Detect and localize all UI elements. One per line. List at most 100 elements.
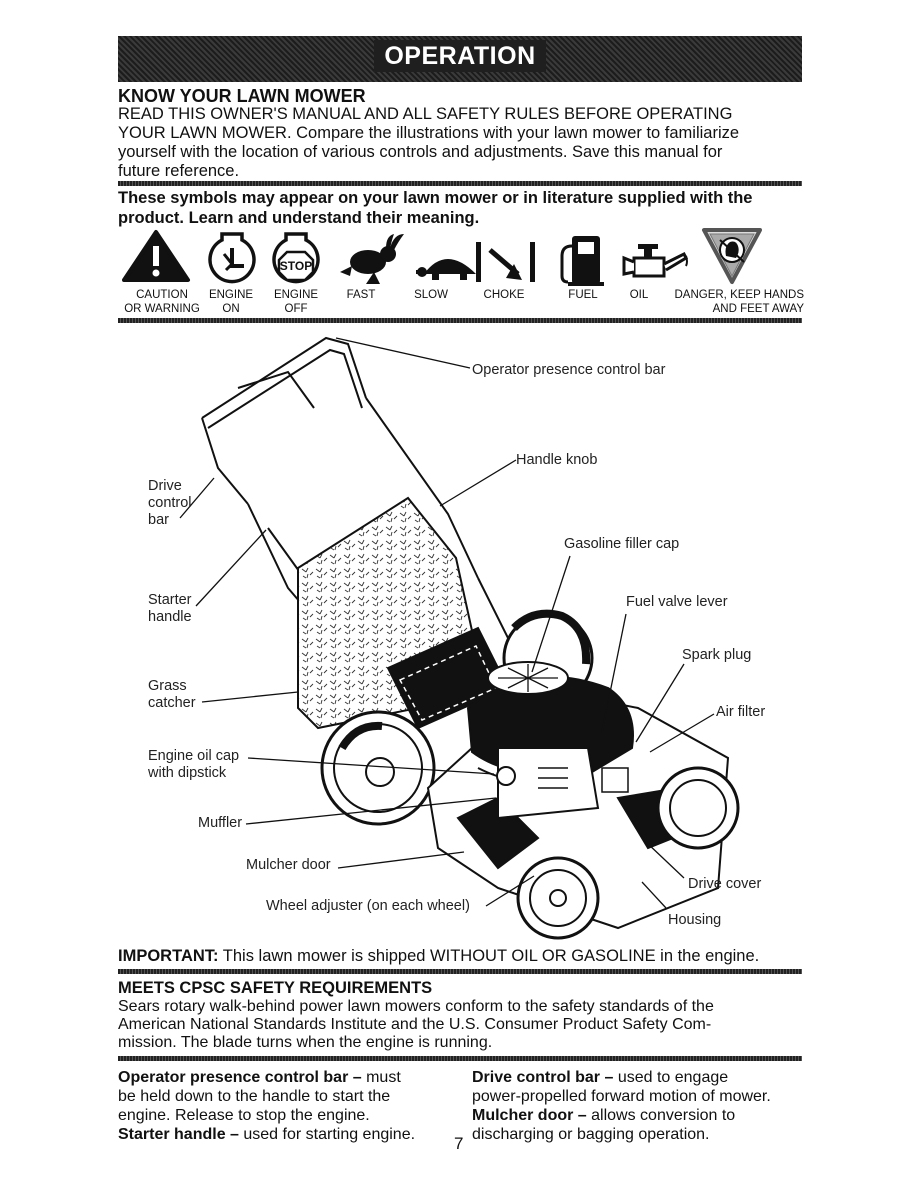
label-drive-control-bar: Drive control bar xyxy=(148,478,192,529)
definition-starter-handle: Starter handle – used for starting engin… xyxy=(118,1125,458,1144)
definitions-right-column: Drive control bar – used to engage power… xyxy=(472,1068,804,1144)
label-wheel-adjuster: Wheel adjuster (on each wheel) xyxy=(266,898,470,914)
symbols-heading-line: These symbols may appear on your lawn mo… xyxy=(118,189,753,207)
label-spark-plug: Spark plug xyxy=(682,647,752,663)
symbol-label-text: OIL xyxy=(629,289,649,301)
warning-triangle-icon xyxy=(122,230,190,282)
symbol-label-text: FAST xyxy=(346,289,376,301)
lawn-mower-illustration xyxy=(179,336,740,940)
stop-text: STOP xyxy=(280,259,312,273)
definition-term: Operator presence control bar – xyxy=(118,1069,362,1086)
label-line: Grass xyxy=(148,678,187,694)
label-air-filter: Air filter xyxy=(716,704,766,720)
label-engine-oil-cap: Engine oil cap with dipstick xyxy=(148,748,239,782)
symbol-label-fuel: FUEL xyxy=(560,288,606,302)
label-grass-catcher: Grass catcher xyxy=(148,678,196,712)
definition-text: used to engage xyxy=(613,1069,729,1086)
intro-line: YOUR LAWN MOWER. Compare the illustratio… xyxy=(118,124,740,142)
banner-title: OPERATION xyxy=(374,40,546,72)
operation-banner: OPERATION xyxy=(118,36,802,82)
label-mulcher-door: Mulcher door xyxy=(246,857,331,873)
label-handle-knob: Handle knob xyxy=(516,452,598,468)
engine-on-icon xyxy=(208,232,256,284)
definition-text: power-propelled forward motion of mower. xyxy=(472,1088,771,1105)
section-divider xyxy=(118,1056,802,1061)
definition-text: engine. Release to stop the engine. xyxy=(118,1107,370,1124)
symbol-label-text: SLOW xyxy=(414,289,448,301)
label-line: control xyxy=(148,495,192,511)
oil-can-icon xyxy=(622,244,688,278)
symbol-label-engine-off: ENGINE OFF xyxy=(266,288,326,316)
symbol-label-text: CAUTION xyxy=(136,289,188,301)
definition-text: be held down to the handle to start the xyxy=(118,1088,391,1105)
cpsc-line: mission. The blade turns when the engine… xyxy=(118,1034,493,1051)
important-label: IMPORTANT: xyxy=(118,947,219,965)
cpsc-line: Sears rotary walk-behind power lawn mowe… xyxy=(118,998,714,1015)
symbol-label-text: FUEL xyxy=(568,289,598,301)
symbol-label-text: DANGER, KEEP HANDS xyxy=(674,289,804,301)
label-line: catcher xyxy=(148,695,196,711)
definition-term: Starter handle – xyxy=(118,1126,239,1143)
symbol-label-text: OFF xyxy=(284,303,308,315)
intro-line: READ THIS OWNER'S MANUAL AND ALL SAFETY … xyxy=(118,105,733,123)
engine-off-icon: STOP xyxy=(272,232,320,284)
symbol-label-text: CHOKE xyxy=(483,289,525,301)
symbol-label-choke: CHOKE xyxy=(476,288,532,302)
cpsc-paragraph: Sears rotary walk-behind power lawn mowe… xyxy=(118,998,798,1052)
important-text: This lawn mower is shipped WITHOUT OIL O… xyxy=(218,947,760,965)
label-line: with dipstick xyxy=(148,765,227,781)
symbol-label-slow: SLOW xyxy=(406,288,456,302)
label-gasoline-filler-cap: Gasoline filler cap xyxy=(564,536,680,552)
definition-mulcher-door: Mulcher door – allows conversion to xyxy=(472,1106,804,1125)
important-note: IMPORTANT: This lawn mower is shipped WI… xyxy=(118,947,759,966)
keep-hands-away-icon xyxy=(702,228,762,284)
definition-operator-presence: Operator presence control bar – must xyxy=(118,1068,458,1087)
symbol-label-text: ENGINE xyxy=(273,289,319,301)
label-muffler: Muffler xyxy=(198,815,243,831)
cpsc-heading: MEETS CPSC SAFETY REQUIREMENTS xyxy=(118,979,433,997)
symbol-label-oil: OIL xyxy=(622,288,656,302)
symbol-label-fast: FAST xyxy=(336,288,386,302)
definition-term: Mulcher door – xyxy=(472,1107,587,1124)
page-number: 7 xyxy=(454,1134,464,1153)
label-line: Starter xyxy=(148,592,192,608)
symbol-label-text: ON xyxy=(222,303,240,315)
label-line: Drive xyxy=(148,478,182,494)
symbol-label-caution: CAUTION OR WARNING xyxy=(122,288,202,316)
symbol-label-text: ENGINE xyxy=(208,289,254,301)
intro-paragraph: READ THIS OWNER'S MANUAL AND ALL SAFETY … xyxy=(118,105,798,181)
choke-icon xyxy=(476,242,535,282)
symbols-heading: These symbols may appear on your lawn mo… xyxy=(118,188,802,228)
definition-text: must xyxy=(361,1069,401,1086)
label-housing: Housing xyxy=(668,912,722,928)
intro-line: future reference. xyxy=(118,162,240,180)
know-heading: KNOW YOUR LAWN MOWER xyxy=(118,86,366,106)
cpsc-line: American National Standards Institute an… xyxy=(118,1016,712,1033)
symbol-label-danger: DANGER, KEEP HANDS AND FEET AWAY xyxy=(660,288,804,316)
label-operator-presence-bar: Operator presence control bar xyxy=(472,362,666,378)
turtle-icon xyxy=(416,259,476,280)
label-fuel-valve-lever: Fuel valve lever xyxy=(626,594,728,610)
symbols-row: STOP xyxy=(122,228,762,286)
symbols-heading-line: product. Learn and understand their mean… xyxy=(118,209,480,227)
label-line: bar xyxy=(148,512,169,528)
label-drive-cover: Drive cover xyxy=(688,876,762,892)
symbol-label-engine-on: ENGINE ON xyxy=(202,288,260,316)
definitions-left-column: Operator presence control bar – must be … xyxy=(118,1068,458,1144)
intro-line: yourself with the location of various co… xyxy=(118,143,723,161)
symbol-label-text: OR WARNING xyxy=(124,303,200,315)
section-divider xyxy=(118,318,802,323)
definition-drive-control: Drive control bar – used to engage xyxy=(472,1068,804,1087)
fuel-pump-icon xyxy=(560,236,604,286)
label-line: handle xyxy=(148,609,192,625)
rabbit-icon xyxy=(340,234,404,284)
section-divider xyxy=(118,969,802,974)
label-line: Engine oil cap xyxy=(148,748,240,764)
symbol-label-text: AND FEET AWAY xyxy=(712,303,804,315)
section-divider xyxy=(118,181,802,186)
definition-text: discharging or bagging operation. xyxy=(472,1126,710,1143)
definition-term: Drive control bar – xyxy=(472,1069,614,1086)
definition-text: used for starting engine. xyxy=(238,1126,416,1143)
label-starter-handle: Starter handle xyxy=(148,592,192,626)
definition-text: allows conversion to xyxy=(586,1107,736,1124)
